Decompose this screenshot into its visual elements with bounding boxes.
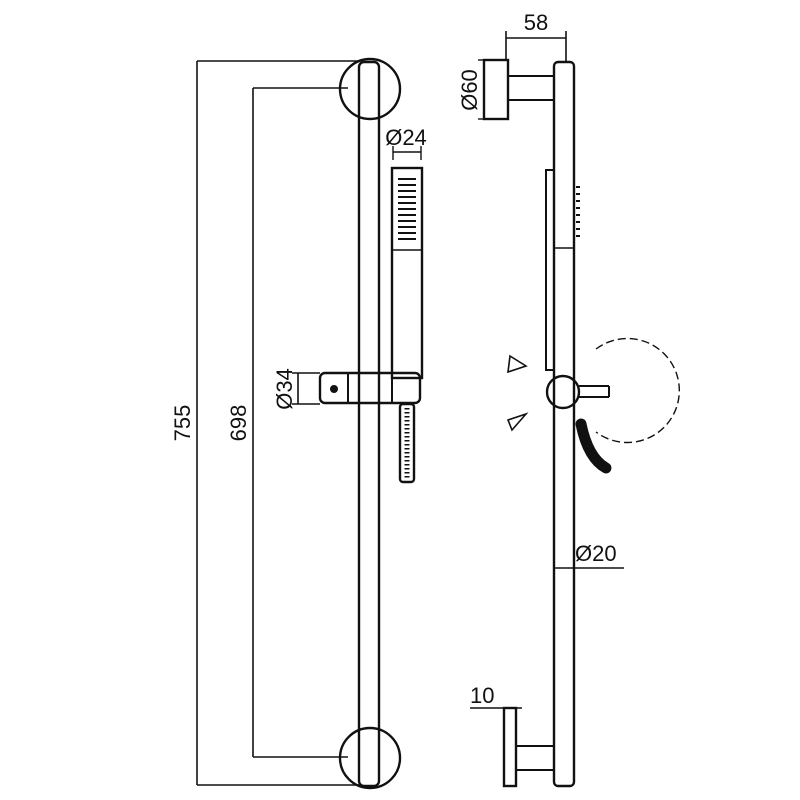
slider xyxy=(318,371,422,405)
handshower-diameter-label: Ø24 xyxy=(385,125,427,150)
flange-diameter-label: Ø60 xyxy=(457,69,482,111)
side-slider-knob xyxy=(545,374,581,410)
spray-nozzles xyxy=(398,178,416,240)
rail-length-dimension: 698 xyxy=(226,87,348,758)
flange-thickness-label: 10 xyxy=(470,683,494,708)
rail-tube xyxy=(357,60,381,788)
rail-diameter-label: Ø20 xyxy=(575,541,617,566)
rotation-arc xyxy=(595,337,680,444)
side-hand-shower xyxy=(545,169,580,371)
rail-diameter-dimension: Ø20 xyxy=(554,541,624,575)
slider-diameter-dimension: Ø34 xyxy=(272,368,320,410)
side-view: 58 Ø60 xyxy=(457,10,680,788)
projection-dimension: 58 xyxy=(505,10,567,62)
rotation-arrow-bottom xyxy=(506,412,529,432)
rotation-arrow-top xyxy=(507,354,528,374)
top-wall-flange xyxy=(482,58,510,121)
front-view: 755 698 xyxy=(170,57,427,790)
hose xyxy=(398,402,416,484)
overall-height-dimension: 755 xyxy=(170,60,360,786)
flange-diameter-dimension: Ø60 xyxy=(457,59,490,120)
slider-screw xyxy=(330,385,338,393)
bottom-bracket-disc xyxy=(338,726,402,790)
bottom-wall-flange xyxy=(502,706,518,788)
slider-diameter-label: Ø34 xyxy=(272,368,297,410)
handshower-diameter-dimension: Ø24 xyxy=(385,125,427,153)
overall-height-label: 755 xyxy=(170,405,195,442)
flange-thickness-dimension: 10 xyxy=(470,683,522,709)
projection-label: 58 xyxy=(524,10,548,35)
hand-shower xyxy=(390,146,424,380)
rail-length-label: 698 xyxy=(226,405,251,442)
top-bracket-disc xyxy=(338,57,402,121)
side-rail-tube xyxy=(552,60,576,788)
